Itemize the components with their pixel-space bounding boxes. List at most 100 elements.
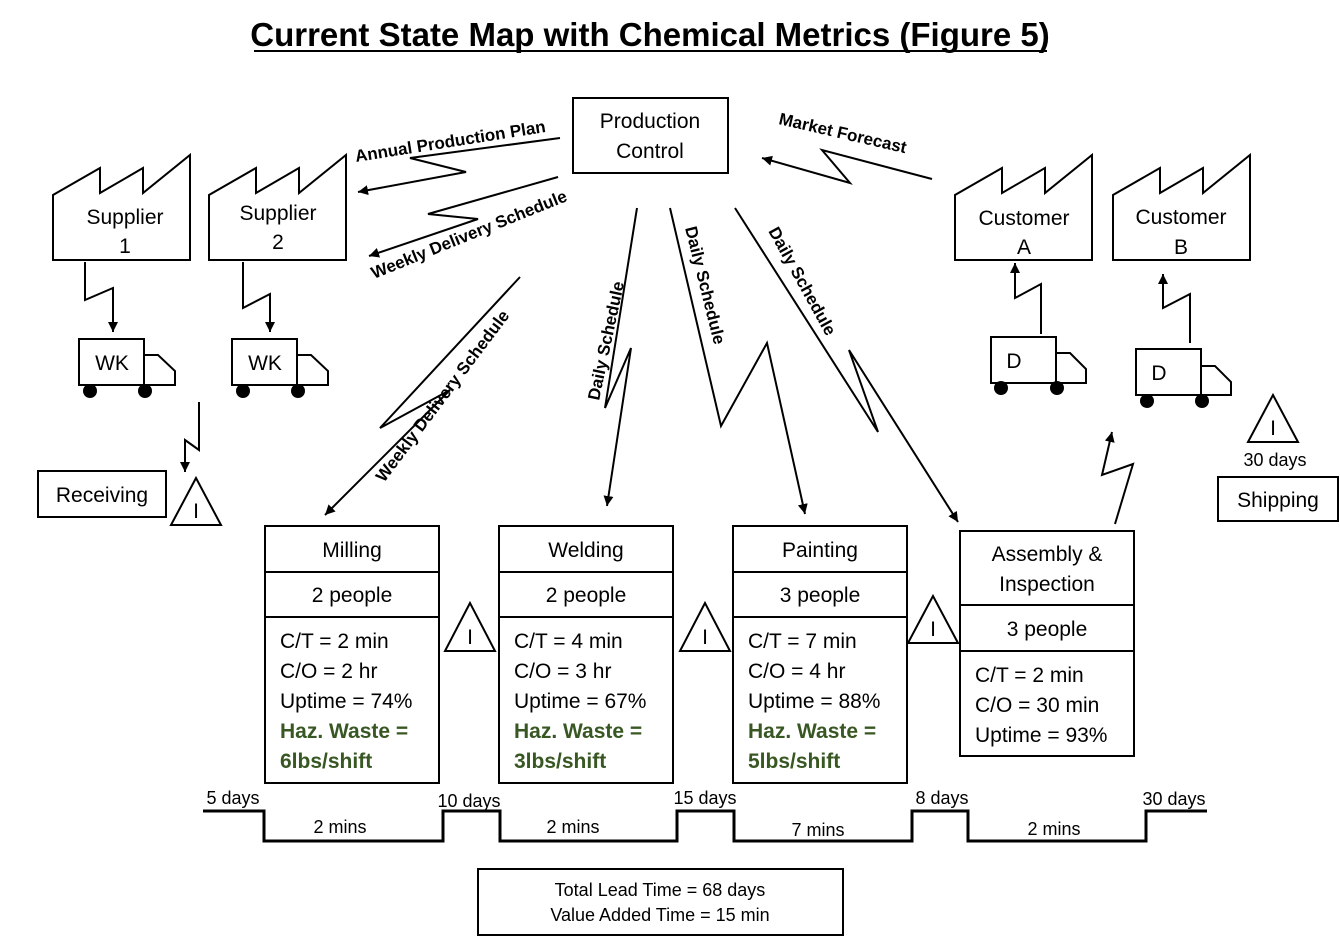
supplier-1-truck-icon: WK [78, 338, 176, 398]
process-name: Assembly & [992, 543, 1103, 566]
supplier-1-factory: Supplier 1 [52, 152, 191, 261]
shipping-inventory-days: 30 days [1243, 450, 1306, 470]
market-forecast-signal-arrow [761, 148, 933, 185]
shipping-box: Shipping [1217, 476, 1339, 522]
svg-text:I: I [930, 618, 936, 641]
timeline-wait-3: 15 days [673, 788, 736, 808]
receiving-signal-arrow [180, 402, 200, 472]
process-co: C/O = 2 hr [280, 660, 377, 683]
inventory-triangle-painting-assembly: I [906, 593, 960, 644]
timeline-wait-2: 10 days [437, 791, 500, 811]
process-box-painting: Painting 3 people C/T = 7 min C/O = 4 hr… [732, 525, 908, 784]
process-uptime: Uptime = 67% [514, 690, 646, 713]
process-uptime: Uptime = 88% [748, 690, 880, 713]
daily-schedule-assembly-arrow [734, 207, 959, 523]
process-haz-waste-value: 5lbs/shift [748, 750, 840, 773]
supplier-2-factory: Supplier 2 [208, 152, 347, 261]
timeline-wait-5: 30 days [1142, 789, 1205, 809]
process-haz-waste: Haz. Waste = [280, 720, 408, 743]
process-box-welding: Welding 2 people C/T = 4 min C/O = 3 hr … [498, 525, 674, 784]
process-co: C/O = 30 min [975, 694, 1099, 717]
supplier-2-signal-arrow [242, 262, 275, 332]
process-box-milling: Milling 2 people C/T = 2 min C/O = 2 hr … [264, 525, 440, 784]
svg-text:D: D [1151, 362, 1166, 385]
inventory-triangle-receiving: I [169, 475, 223, 526]
page-title: Current State Map with Chemical Metrics … [250, 16, 1049, 53]
timeline-ladder [203, 809, 1207, 843]
process-co: C/O = 4 hr [748, 660, 845, 683]
process-ct: C/T = 2 min [975, 664, 1084, 687]
process-uptime: Uptime = 93% [975, 724, 1107, 747]
timeline-process-2: 2 mins [546, 817, 599, 837]
customer-a-signal-arrow [1010, 263, 1042, 334]
timeline-process-4: 2 mins [1027, 819, 1080, 839]
shipping-signal-arrow [1100, 431, 1135, 525]
customer-b-signal-arrow [1158, 274, 1191, 343]
svg-text:Shipping: Shipping [1237, 489, 1319, 512]
value-added-time: Value Added Time = 15 min [550, 905, 769, 925]
timeline-wait-4: 8 days [915, 788, 968, 808]
process-haz-waste: Haz. Waste = [748, 720, 876, 743]
svg-text:A: A [1017, 236, 1031, 259]
weekly-delivery-label-mid: Weekly Delivery Schedule [372, 307, 513, 486]
process-box-assembly: Assembly & Inspection 3 people C/T = 2 m… [959, 530, 1135, 757]
svg-text:Supplier: Supplier [86, 206, 163, 229]
svg-text:B: B [1174, 236, 1188, 259]
supplier-1-signal-arrow [84, 262, 118, 332]
process-name-line2: Inspection [999, 573, 1095, 596]
production-control-box: Production Control [572, 97, 729, 174]
inventory-triangle-welding-painting: I [678, 600, 732, 652]
lead-time-summary-box: Total Lead Time = 68 days Value Added Ti… [477, 868, 844, 936]
process-co: C/O = 3 hr [514, 660, 611, 683]
svg-text:Production: Production [600, 110, 700, 133]
weekly-delivery-signal-arrow [368, 176, 559, 258]
process-people: 2 people [312, 584, 393, 607]
process-haz-waste-value: 3lbs/shift [514, 750, 606, 773]
customer-a-factory: Customer A [954, 152, 1093, 261]
weekly-delivery-milling-arrow [324, 276, 521, 516]
process-ct: C/T = 4 min [514, 630, 623, 653]
svg-text:I: I [467, 626, 473, 649]
daily-schedule-painting-arrow [669, 207, 808, 515]
svg-text:WK: WK [248, 352, 282, 375]
supplier-2-truck-icon: WK [231, 338, 329, 398]
svg-text:1: 1 [119, 235, 131, 258]
process-ct: C/T = 2 min [280, 630, 389, 653]
svg-text:WK: WK [95, 352, 129, 375]
process-people: 2 people [546, 584, 627, 607]
process-name: Welding [548, 539, 624, 562]
process-name: Milling [322, 539, 382, 562]
inventory-triangle-milling-welding: I [443, 600, 497, 652]
svg-text:I: I [193, 500, 199, 523]
annual-plan-label: Annual Production Plan [354, 117, 547, 166]
customer-b-truck-icon: D [1135, 348, 1232, 408]
svg-text:I: I [702, 626, 708, 649]
svg-text:Receiving: Receiving [56, 484, 148, 507]
process-ct: C/T = 7 min [748, 630, 857, 653]
process-people: 3 people [1007, 618, 1088, 641]
market-forecast-label: Market Forecast [777, 109, 909, 157]
customer-a-truck-icon: D [990, 336, 1087, 395]
annual-plan-signal-arrow [357, 137, 561, 196]
customer-b-factory: Customer B [1112, 152, 1251, 261]
weekly-delivery-label-top: Weekly Delivery Schedule [368, 187, 569, 283]
svg-text:Supplier: Supplier [239, 202, 316, 225]
svg-text:Control: Control [616, 140, 684, 163]
svg-text:Customer: Customer [978, 207, 1069, 230]
total-lead-time: Total Lead Time = 68 days [555, 880, 766, 900]
process-haz-waste-value: 6lbs/shift [280, 750, 372, 773]
daily-schedule-label-1: Daily Schedule [584, 280, 628, 402]
svg-text:I: I [1270, 417, 1276, 440]
daily-schedule-label-3: Daily Schedule [765, 224, 840, 339]
inventory-triangle-shipping: I [1246, 392, 1300, 443]
receiving-box: Receiving [37, 470, 167, 518]
svg-text:Customer: Customer [1135, 206, 1226, 229]
process-uptime: Uptime = 74% [280, 690, 412, 713]
process-people: 3 people [780, 584, 861, 607]
svg-text:D: D [1006, 350, 1021, 373]
timeline-wait-1: 5 days [206, 788, 259, 808]
timeline-process-3: 7 mins [791, 820, 844, 840]
process-name: Painting [782, 539, 858, 562]
svg-text:2: 2 [272, 231, 284, 254]
